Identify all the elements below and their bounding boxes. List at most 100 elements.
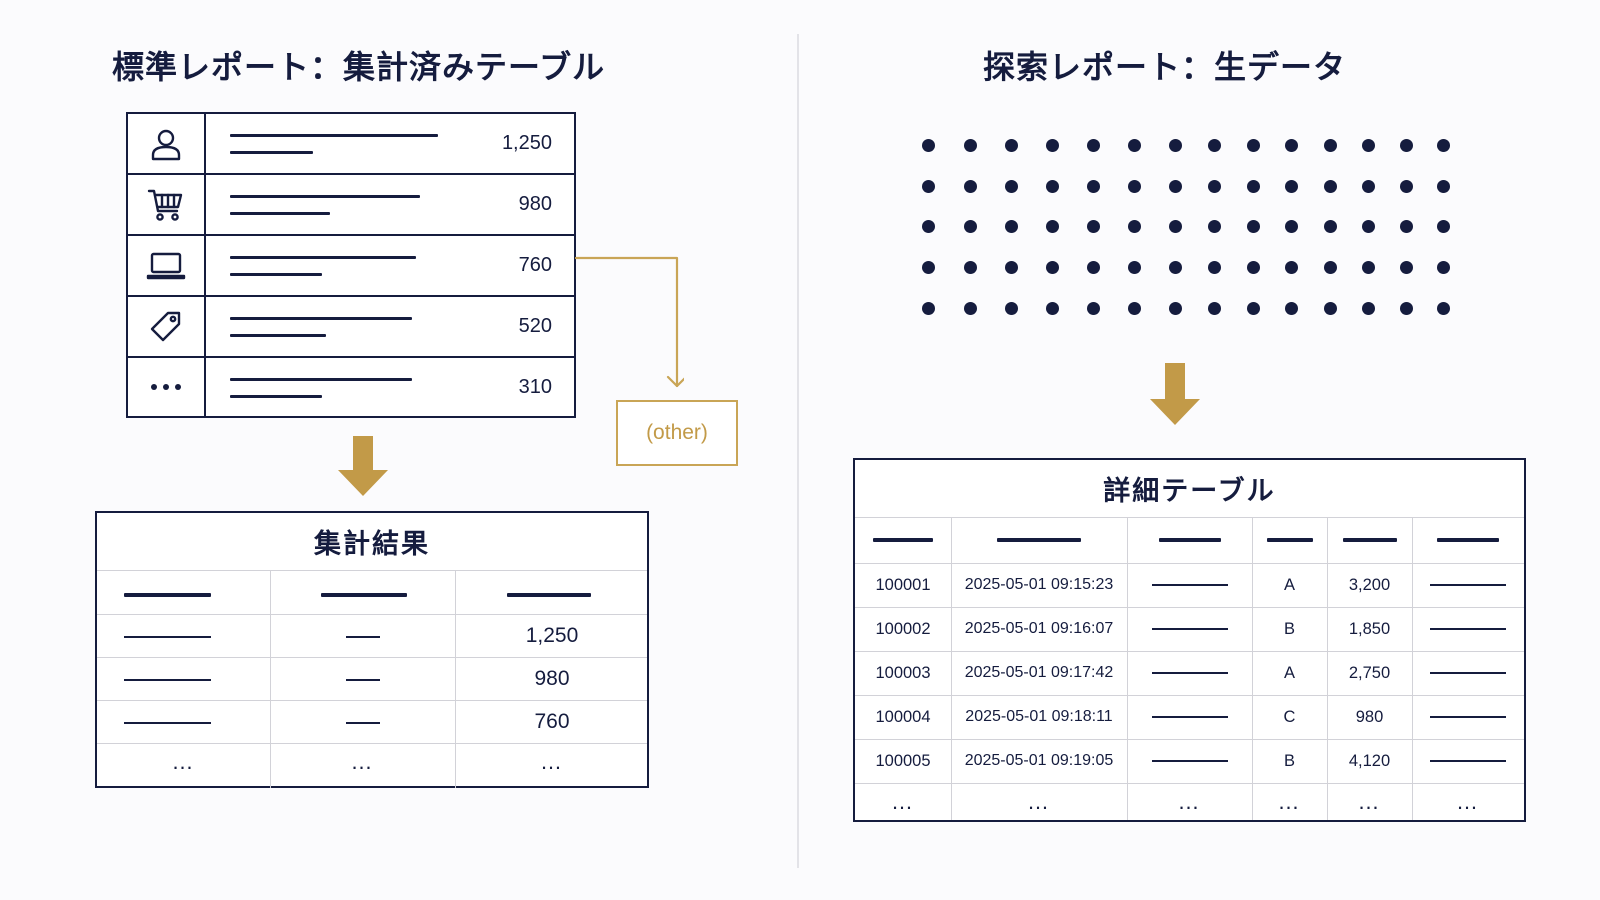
data-point-dot [922,180,935,193]
ellipsis: … [1456,789,1480,814]
data-point-dot [1324,180,1337,193]
data-point-dot [1362,261,1375,274]
detail-cell-category: B [1283,751,1295,770]
cell-placeholder-line [1151,760,1228,762]
table-title: 集計結果 [97,513,647,571]
detail-cell-category: A [1283,663,1295,682]
data-point-dot [1362,302,1375,315]
data-point-dot [1247,220,1260,233]
summary-row-tag: 520 [128,297,574,358]
data-point-dot [1400,180,1413,193]
text-placeholder-line [230,395,322,398]
detail-cell-amount: 3,200 [1348,575,1391,594]
cell-placeholder-line [1151,716,1228,718]
summary-row-more: 310 [128,358,574,416]
data-point-dot [1046,261,1059,274]
detail-cell-category: B [1283,619,1295,638]
data-point-dot [1046,139,1059,152]
aggregate-result-table: 集計結果 1,250 980 760 … … … [95,511,649,788]
data-point-dot [1087,220,1100,233]
data-point-dot [1087,302,1100,315]
data-point-dot [1169,139,1182,152]
detail-cell-id: 100002 [875,619,931,638]
summary-list: 1,250 980 760 [126,112,576,418]
data-point-dot [1128,220,1141,233]
detail-cell-amount: 2,750 [1348,663,1391,682]
ellipsis: … [1357,789,1382,814]
data-point-dot [964,139,977,152]
column-header-placeholder [1437,538,1499,542]
data-point-dot [1362,180,1375,193]
data-point-dot [922,220,935,233]
data-point-dot [1169,302,1182,315]
column-header-placeholder [1342,538,1397,542]
data-point-dot [964,302,977,315]
summary-value: 1,250 [501,132,552,154]
data-point-dot [1437,302,1450,315]
result-value: 760 [534,709,570,733]
data-point-dot [1400,261,1413,274]
detail-cell-timestamp: 2025-05-01 09:18:11 [965,708,1113,725]
data-point-dot [1285,180,1298,193]
column-header-placeholder [1158,538,1221,542]
text-placeholder-line [230,151,313,154]
detail-cell-timestamp: 2025-05-01 09:17:42 [964,664,1114,681]
cell-placeholder-line [346,636,380,638]
data-point-dot [922,139,935,152]
detail-cell-amount: 1,850 [1348,619,1391,638]
ellipsis: … [540,749,564,774]
data-point-dot [1324,220,1337,233]
data-point-dot [1285,139,1298,152]
data-point-dot [964,180,977,193]
text-placeholder-line [230,334,326,337]
detail-cell-timestamp: 2025-05-01 09:15:23 [964,576,1114,593]
column-header-placeholder [997,538,1081,542]
data-point-dot [1046,302,1059,315]
data-point-dot [1128,261,1141,274]
standard-report-title: 標準レポート：集計済みテーブル [112,48,606,86]
detail-cell-id: 100003 [875,663,931,682]
data-point-dot [964,261,977,274]
data-point-dot [1362,139,1375,152]
data-point-dot [1437,261,1450,274]
data-point-dot [1400,139,1413,152]
price-tag-icon [150,311,181,341]
cell-placeholder-line [124,636,211,638]
data-point-dot [1169,220,1182,233]
data-point-dot [1005,261,1018,274]
column-header-placeholder [873,538,933,542]
data-point-dot [1005,220,1018,233]
data-point-dot [1247,180,1260,193]
data-point-dot [1285,261,1298,274]
ellipsis: … [1177,789,1202,814]
result-value: 980 [534,666,570,690]
cell-placeholder-line [1430,672,1506,674]
cell-placeholder-line [1151,584,1228,586]
data-point-dot [1362,220,1375,233]
detail-cell-id: 100004 [875,707,931,726]
data-point-dot [1208,261,1221,274]
data-point-dot [1437,220,1450,233]
summary-row-cart: 980 [128,175,574,236]
text-placeholder-line [230,273,322,276]
data-point-dot [1046,180,1059,193]
data-point-dot [1128,180,1141,193]
ellipsis: … [1277,789,1302,814]
data-point-dot [1324,302,1337,315]
ellipsis: … [1027,789,1051,814]
data-point-dot [1324,261,1337,274]
detail-cell-id: 100001 [875,575,931,594]
text-placeholder-line [230,134,438,137]
detail-cell-timestamp: 2025-05-01 09:19:05 [964,752,1114,769]
data-point-dot [1046,220,1059,233]
ellipsis: … [350,749,375,774]
cell-placeholder-line [1151,628,1228,630]
laptop-icon [146,252,186,279]
cell-placeholder-line [124,679,211,681]
other-label-box: (other) [616,400,738,466]
data-point-dot [1087,180,1100,193]
cell-placeholder-line [346,722,380,724]
data-point-dot [1285,302,1298,315]
result-value: 1,250 [525,623,579,647]
summary-value: 980 [518,193,552,215]
